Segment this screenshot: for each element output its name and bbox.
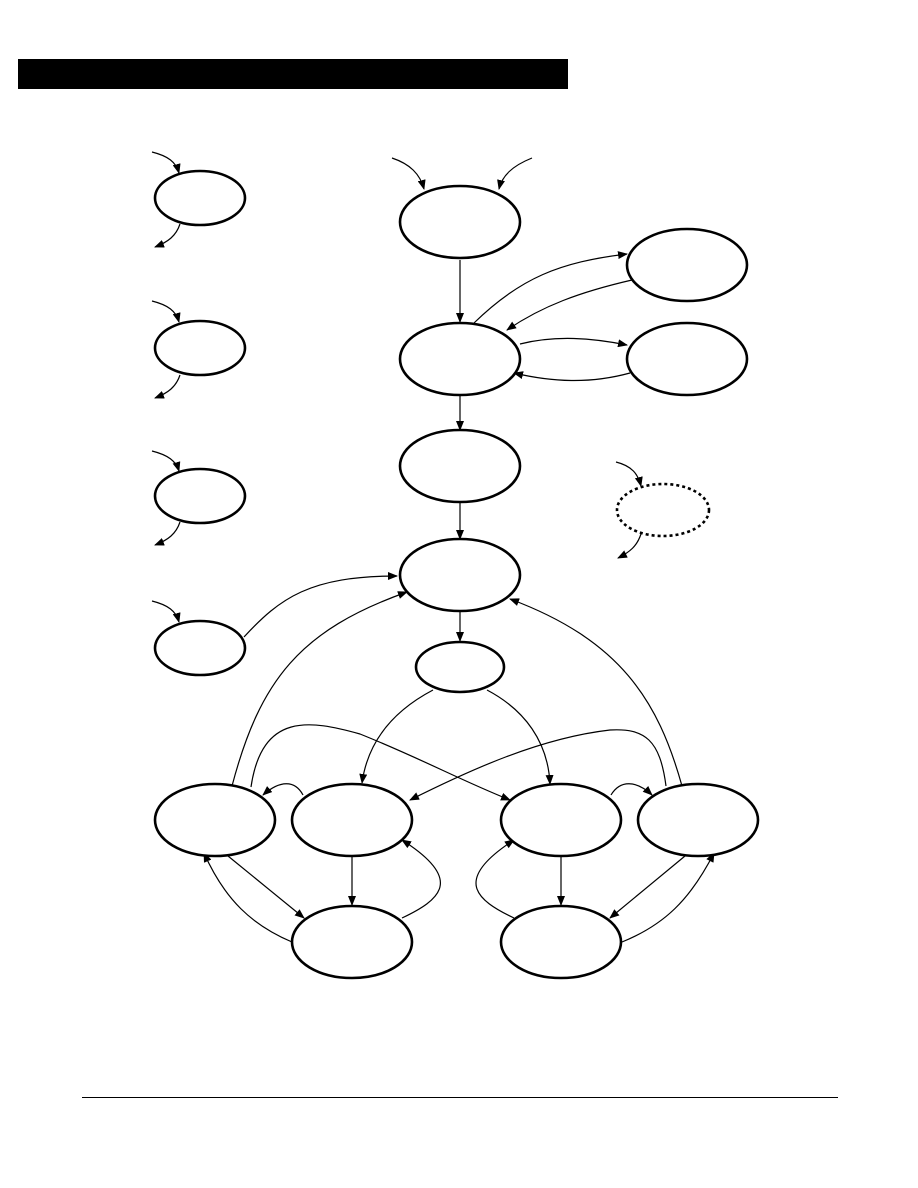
node-top-state xyxy=(398,184,522,260)
node-central-state xyxy=(398,321,522,397)
edge-legend-1-out xyxy=(154,223,181,248)
edges xyxy=(151,151,715,943)
edge-base-right-to-br-outer xyxy=(621,852,715,943)
edge-bl-inner-to-bl-outer xyxy=(262,783,304,796)
node-base-right xyxy=(499,904,623,980)
edge-branch-to-br-inner xyxy=(486,689,554,785)
edge-bl-outer-to-base-left xyxy=(227,855,305,919)
edge-side-upper-to-central xyxy=(506,279,633,331)
nodes xyxy=(153,169,760,980)
edge-base-left-to-bl-outer xyxy=(203,852,293,943)
edge-central-to-side-upper xyxy=(473,251,628,324)
node-dotted-state xyxy=(615,482,711,538)
edge-central-to-side-lower xyxy=(519,337,628,348)
edge-top-in-left xyxy=(391,157,426,190)
node-base-left xyxy=(290,904,414,980)
node-side-state-lower xyxy=(625,321,749,397)
edge-br-outer-to-hub xyxy=(509,598,683,787)
edge-br-outer-to-base-right xyxy=(609,855,686,919)
edge-legend-2-out xyxy=(154,374,181,399)
node-branch-state xyxy=(414,640,506,694)
edge-side-lower-to-central xyxy=(513,371,631,382)
footer-rule xyxy=(82,1097,838,1098)
edge-bl-outer-to-hub xyxy=(231,591,408,787)
node-legend-1 xyxy=(153,169,247,227)
node-bottom-left-outer xyxy=(153,782,277,858)
edge-base-right-to-br-inner xyxy=(475,839,515,919)
node-legend-3 xyxy=(153,467,247,525)
node-bottom-left-inner xyxy=(290,782,414,858)
node-middle-state xyxy=(398,428,522,504)
edge-top-in-right xyxy=(497,157,533,190)
node-side-state-upper xyxy=(625,227,749,303)
edge-legend-1-in xyxy=(151,151,181,174)
edge-dotted-in xyxy=(615,461,643,487)
edge-legend-3-in xyxy=(151,450,181,472)
edge-bl-outer-to-br-inner xyxy=(250,724,511,801)
edge-branch-to-bl-inner xyxy=(359,689,434,784)
node-legend-4 xyxy=(153,619,247,677)
edge-legend-4-in xyxy=(151,600,181,623)
edge-legend-3-out xyxy=(154,521,181,546)
edge-legend-2-in xyxy=(151,300,181,323)
node-bottom-right-outer xyxy=(636,782,760,858)
edge-br-outer-to-bl-inner xyxy=(409,729,667,801)
edge-base-left-to-bl-inner xyxy=(401,839,441,919)
edge-br-inner-to-br-outer xyxy=(610,783,653,796)
node-hub-state xyxy=(398,537,522,613)
edge-dotted-out xyxy=(617,533,642,559)
title-bar xyxy=(18,59,568,89)
node-bottom-right-inner xyxy=(499,782,623,858)
node-legend-2 xyxy=(153,319,247,377)
edge-legend-4-to-hub xyxy=(243,572,398,638)
